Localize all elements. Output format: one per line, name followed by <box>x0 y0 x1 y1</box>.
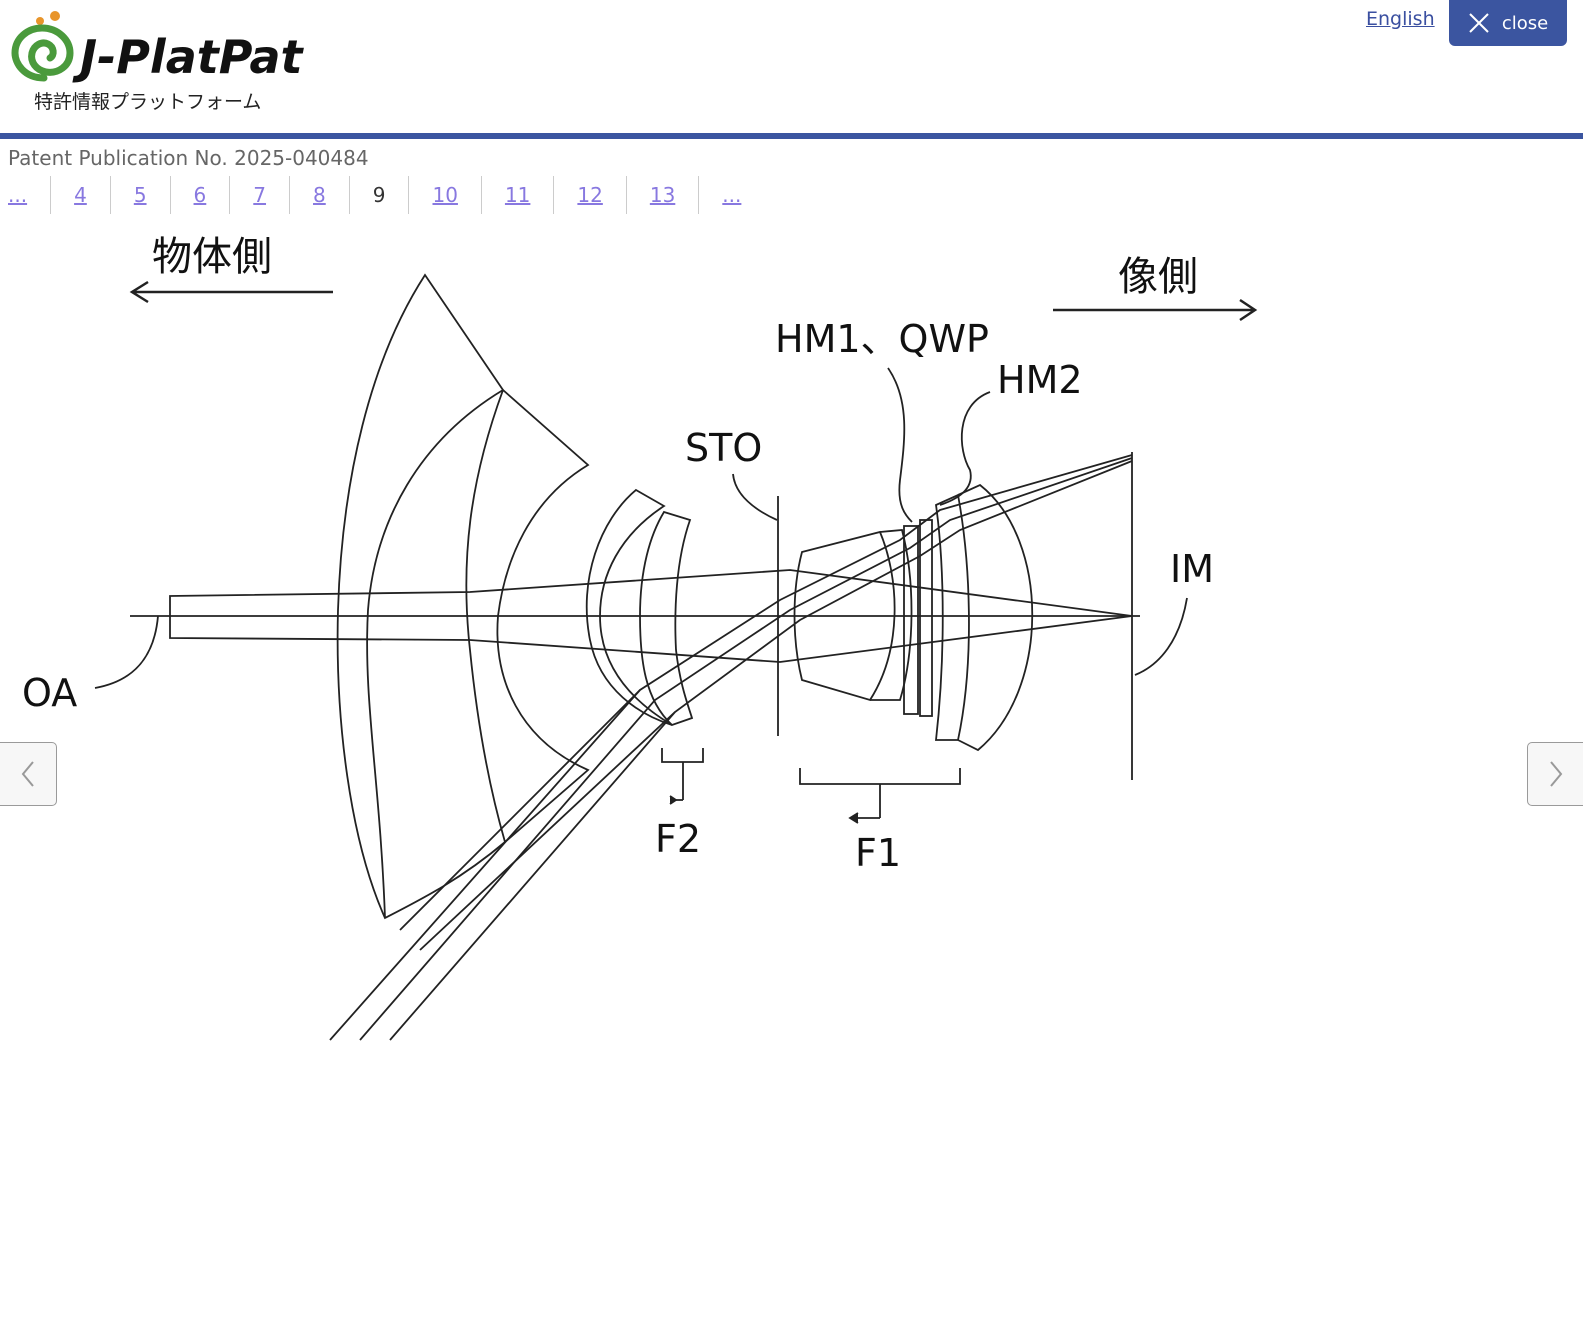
svg-text:J-PlatPat: J-PlatPat <box>72 30 305 84</box>
header-divider <box>0 133 1583 139</box>
page-link-8[interactable]: 8 <box>289 176 349 214</box>
next-page-button[interactable] <box>1527 742 1583 806</box>
patent-drawing: 物体側 像側 HM1、QWP HM2 STO IM OA F2 F1 <box>22 234 1258 1041</box>
page-link-6[interactable]: 6 <box>169 176 230 214</box>
arrow-image-side <box>1053 298 1258 322</box>
arrow-object-side <box>129 280 333 304</box>
close-label: close <box>1501 12 1549 34</box>
label-object-side: 物体側 <box>152 234 272 280</box>
chevron-left-icon <box>21 761 34 787</box>
j-platpat-logo[interactable]: J-PlatPat 特許情報プラットフォーム <box>10 8 310 118</box>
label-sto: STO <box>685 426 762 470</box>
page-link-next-ellipsis[interactable]: ... <box>698 176 764 214</box>
english-language-link[interactable]: English <box>1366 8 1435 30</box>
page-link-prev-ellipsis[interactable]: ... <box>8 183 28 207</box>
page-link-10[interactable]: 10 <box>408 176 480 214</box>
label-oa: OA <box>22 671 77 715</box>
page-link-11[interactable]: 11 <box>480 176 553 214</box>
label-f2: F2 <box>655 817 701 861</box>
label-hm2: HM2 <box>997 358 1083 402</box>
close-x-icon <box>1469 13 1489 33</box>
page-link-4[interactable]: 4 <box>50 176 110 214</box>
page-link-5[interactable]: 5 <box>109 176 170 214</box>
label-image-side: 像側 <box>1118 254 1198 300</box>
page-link-12[interactable]: 12 <box>553 176 625 214</box>
publication-number: Patent Publication No. 2025-040484 <box>8 146 369 170</box>
svg-text:特許情報プラットフォーム: 特許情報プラットフォーム <box>34 91 261 113</box>
chevron-right-icon <box>1550 761 1563 787</box>
current-page: 9 <box>348 176 409 214</box>
header: J-PlatPat 特許情報プラットフォーム English close <box>0 0 1583 133</box>
label-im: IM <box>1170 547 1214 591</box>
page-link-7[interactable]: 7 <box>229 176 289 214</box>
page-link-13[interactable]: 13 <box>625 176 698 214</box>
label-hm1-qwp: HM1、QWP <box>775 317 989 361</box>
page-navigation: ... 4 5 6 7 8 9 10 11 12 13 ... <box>0 176 764 214</box>
label-f1: F1 <box>855 831 901 875</box>
close-button[interactable]: close <box>1449 0 1567 46</box>
previous-page-button[interactable] <box>0 742 57 806</box>
